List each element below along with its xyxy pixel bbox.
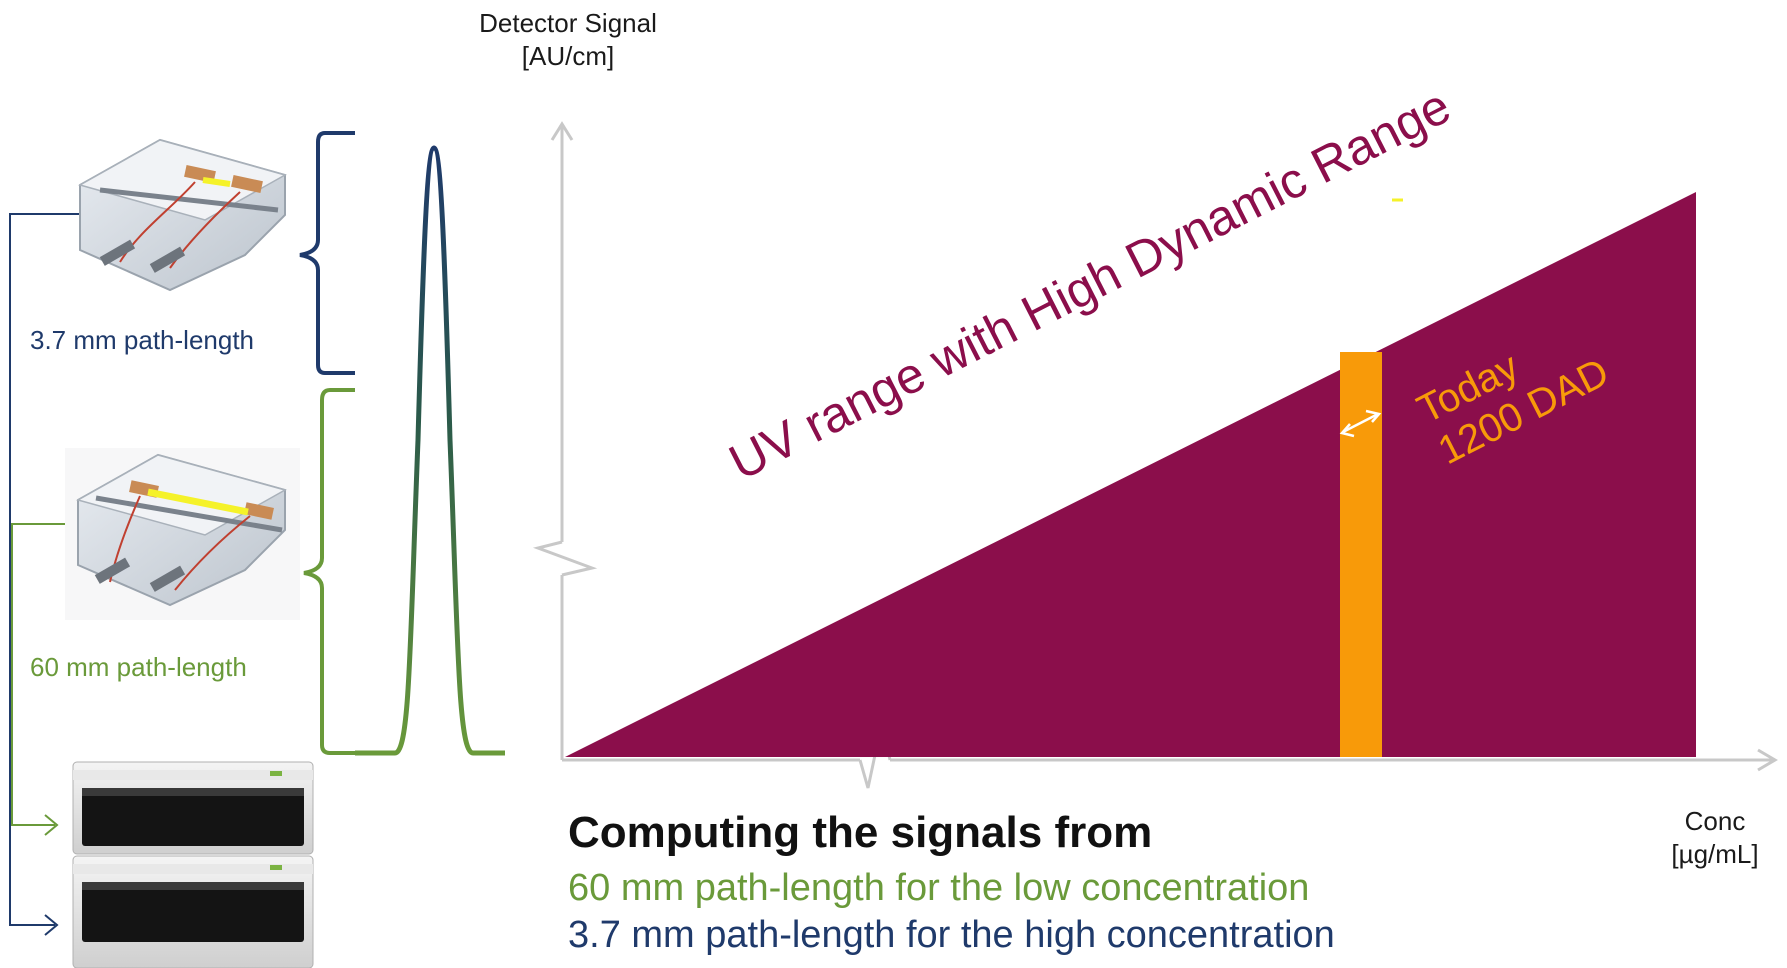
y-axis	[532, 121, 598, 760]
connector-60mm	[11, 523, 95, 836]
flow-cell-icon	[65, 448, 300, 620]
x-axis-title-line: Conc	[1684, 806, 1746, 836]
flow-cell-label-60mm: 60 mm path-length	[30, 652, 247, 682]
flow-cell-icon	[78, 138, 287, 292]
detector-stack-icon	[72, 761, 314, 968]
caption-title: Computing the signals from	[568, 808, 1153, 857]
range-area	[565, 192, 1696, 757]
flow-cell-label-3-7mm: 3.7 mm path-length	[30, 325, 255, 355]
caption-line-60mm: 60 mm path-length for the low concentrat…	[568, 867, 1310, 909]
brace-60mm	[303, 388, 355, 755]
x-axis-title: Conc[µg/mL]	[1645, 805, 1785, 871]
brace-3-7mm	[299, 131, 355, 375]
caption-line-3-7mm: 3.7 mm path-length for the high concentr…	[568, 914, 1335, 956]
double-arrow-icon	[1339, 409, 1382, 438]
y-axis-title-line: [AU/cm]	[521, 41, 615, 71]
y-axis-title: Detector Signal[AU/cm]	[438, 7, 698, 73]
connector-3-7mm	[9, 213, 95, 936]
x-axis-title-line: [µg/mL]	[1671, 839, 1759, 869]
signal-peak	[355, 145, 505, 756]
y-axis-title-line: Detector Signal	[479, 8, 657, 38]
